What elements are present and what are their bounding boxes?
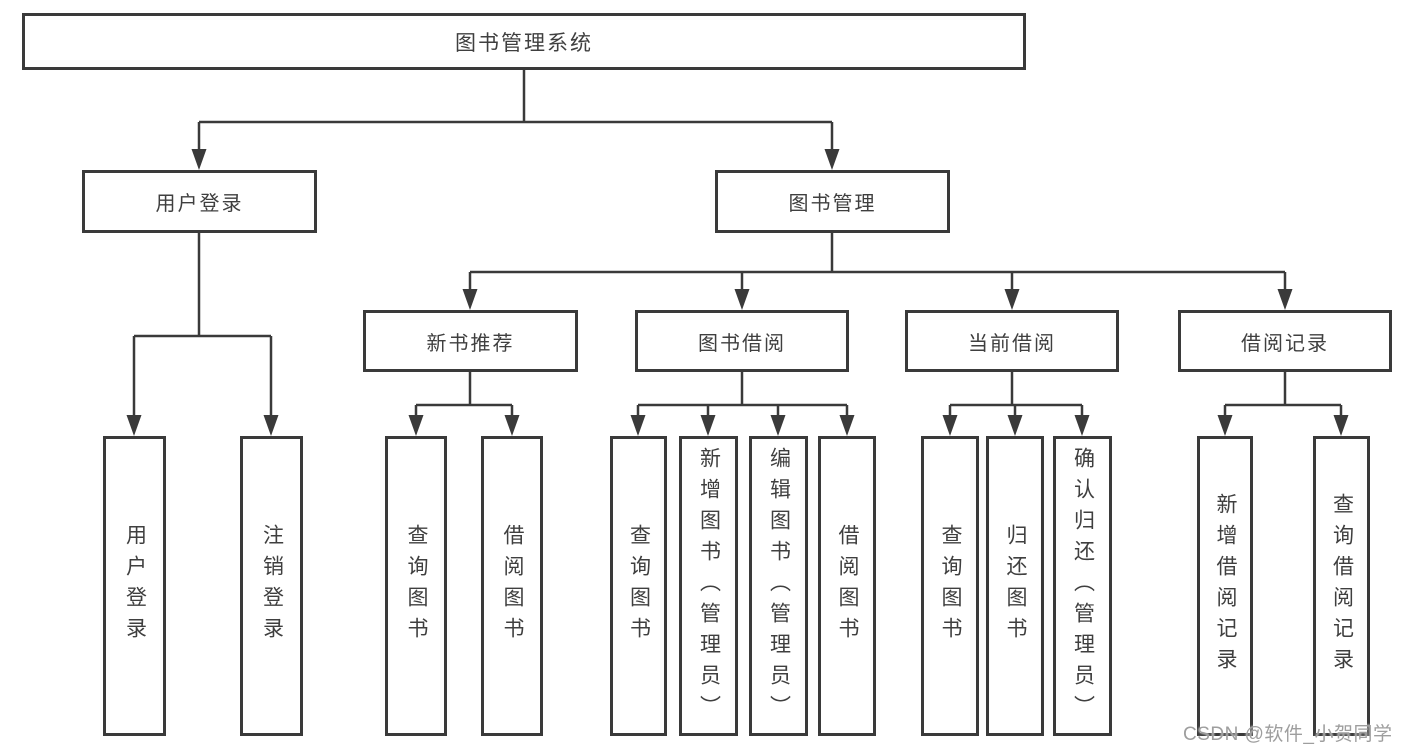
leaf-cb-query-books-label: 查询图书 — [939, 524, 963, 648]
leaf-logout: 注销登录 — [240, 436, 303, 736]
node-book-borrowing: 图书借阅 — [635, 310, 849, 372]
leaf-br-add-record-label: 新增借阅记录 — [1214, 493, 1238, 679]
csdn-watermark: CSDN @软件_小贺同学 — [1183, 724, 1393, 745]
leaf-bb-borrow-books: 借阅图书 — [818, 436, 876, 736]
leaf-user-login-label: 用户登录 — [123, 524, 147, 648]
node-borrowing-records: 借阅记录 — [1178, 310, 1392, 372]
node-current-borrowing-label: 当前借阅 — [968, 332, 1056, 355]
node-user-login: 用户登录 — [82, 170, 317, 233]
leaf-cb-query-books: 查询图书 — [921, 436, 979, 736]
leaf-bb-edit-books-admin: 编辑图书（管理员） — [749, 436, 808, 736]
leaf-cb-confirm-return-admin-label: 确认归还（管理员） — [1071, 446, 1095, 726]
leaf-nb-borrow-books: 借阅图书 — [481, 436, 543, 736]
node-book-borrowing-label: 图书借阅 — [698, 332, 786, 355]
node-root-label: 图书管理系统 — [455, 31, 593, 55]
leaf-br-add-record: 新增借阅记录 — [1197, 436, 1253, 736]
leaf-bb-query-books: 查询图书 — [610, 436, 667, 736]
node-book-management: 图书管理 — [715, 170, 950, 233]
leaf-nb-query-books: 查询图书 — [385, 436, 447, 736]
leaf-br-query-record-label: 查询借阅记录 — [1330, 493, 1354, 679]
leaf-bb-add-books-admin: 新增图书（管理员） — [679, 436, 738, 736]
leaf-cb-return-books-label: 归还图书 — [1004, 524, 1028, 648]
node-new-book-recommend-label: 新书推荐 — [426, 332, 515, 355]
node-book-management-label: 图书管理 — [788, 193, 877, 215]
leaf-cb-return-books: 归还图书 — [986, 436, 1044, 736]
node-current-borrowing: 当前借阅 — [905, 310, 1119, 372]
leaf-bb-query-books-label: 查询图书 — [627, 524, 651, 648]
leaf-br-query-record: 查询借阅记录 — [1313, 436, 1370, 736]
leaf-nb-query-books-label: 查询图书 — [405, 524, 429, 648]
leaf-bb-add-books-admin-label: 新增图书（管理员） — [697, 446, 721, 726]
leaf-logout-label: 注销登录 — [260, 524, 284, 648]
node-new-book-recommend: 新书推荐 — [363, 310, 578, 372]
leaf-cb-confirm-return-admin: 确认归还（管理员） — [1053, 436, 1112, 736]
leaf-bb-edit-books-admin-label: 编辑图书（管理员） — [767, 446, 791, 726]
node-borrowing-records-label: 借阅记录 — [1241, 332, 1329, 355]
node-user-login-label: 用户登录 — [155, 193, 244, 215]
leaf-bb-borrow-books-label: 借阅图书 — [836, 524, 860, 648]
leaf-user-login: 用户登录 — [103, 436, 166, 736]
leaf-nb-borrow-books-label: 借阅图书 — [501, 524, 525, 648]
node-root-library-system: 图书管理系统 — [22, 13, 1026, 70]
